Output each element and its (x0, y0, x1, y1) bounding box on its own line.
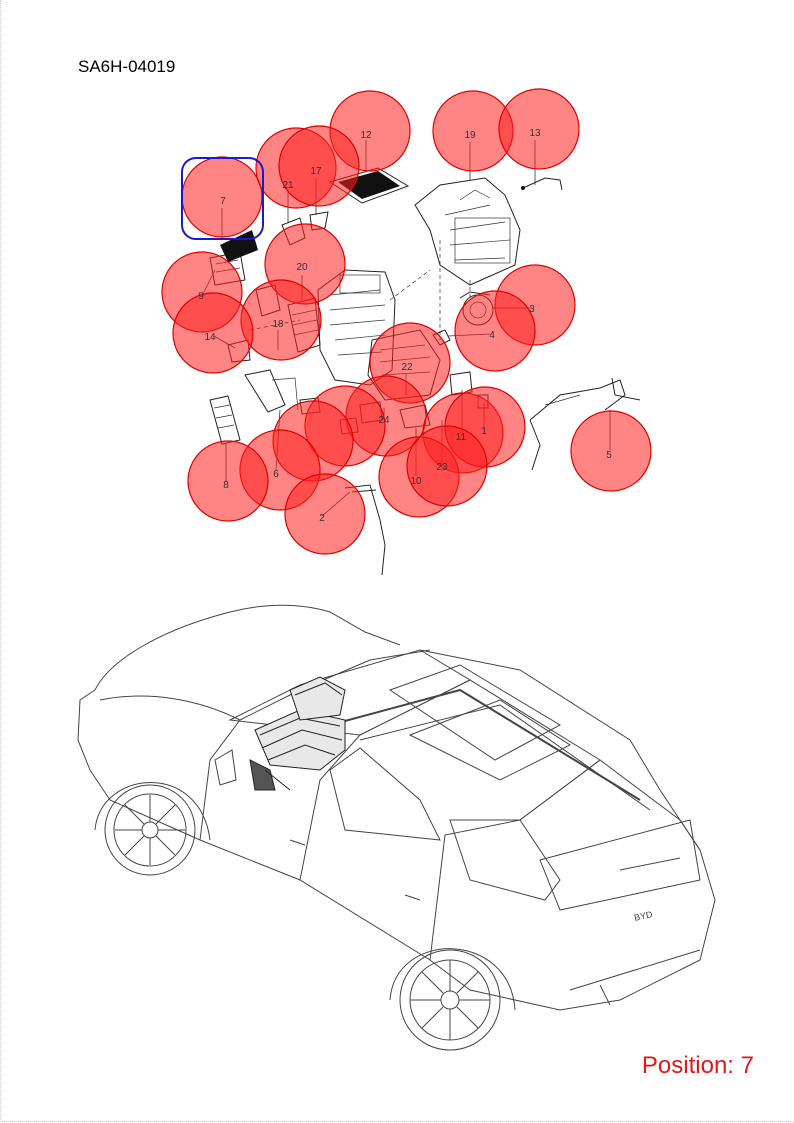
callout-label-13: 13 (529, 128, 541, 139)
vehicle-brand-badge: BYD (633, 909, 654, 923)
callout-label-7: 7 (220, 196, 226, 207)
callout-label-14: 14 (204, 332, 216, 343)
callout-label-20: 20 (296, 262, 308, 273)
callout-label-23: 23 (436, 462, 448, 473)
callout-label-4: 4 (489, 330, 495, 341)
callout-label-9: 9 (198, 291, 204, 302)
selected-callout-highlight (181, 157, 264, 240)
document-code: SA6H-04019 (78, 57, 176, 76)
position-indicator: Position: 7 (641, 1052, 754, 1079)
callout-numbers: 12 19 13 17 21 7 20 9 3 18 14 4 22 24 11… (198, 128, 612, 524)
callout-label-22: 22 (401, 362, 413, 373)
callout-label-11: 11 (456, 432, 467, 443)
callout-marker-4[interactable] (454, 290, 536, 372)
callout-label-18: 18 (272, 319, 284, 330)
vehicle-illustration (77, 604, 716, 1051)
callout-marker-17[interactable] (278, 125, 360, 207)
callout-label-1: 1 (481, 426, 487, 437)
callout-markers (161, 88, 652, 555)
callout-label-3: 3 (529, 304, 535, 315)
callout-label-12: 12 (360, 130, 372, 141)
callout-label-24: 24 (378, 415, 390, 426)
callout-marker-5[interactable] (570, 410, 652, 492)
callout-marker-23[interactable] (406, 425, 488, 507)
callout-label-2: 2 (319, 513, 325, 524)
callout-label-6: 6 (273, 469, 279, 480)
callout-marker-14[interactable] (172, 292, 254, 374)
callout-label-8: 8 (223, 480, 229, 491)
callout-label-5: 5 (606, 450, 612, 461)
callout-label-21: 21 (282, 180, 294, 191)
callout-marker-13[interactable] (498, 88, 580, 170)
callout-marker-8[interactable] (187, 440, 269, 522)
callout-marker-2[interactable] (284, 473, 366, 555)
callout-label-17: 17 (310, 166, 322, 177)
callout-label-10: 10 (410, 476, 422, 487)
callout-label-19: 19 (464, 130, 476, 141)
